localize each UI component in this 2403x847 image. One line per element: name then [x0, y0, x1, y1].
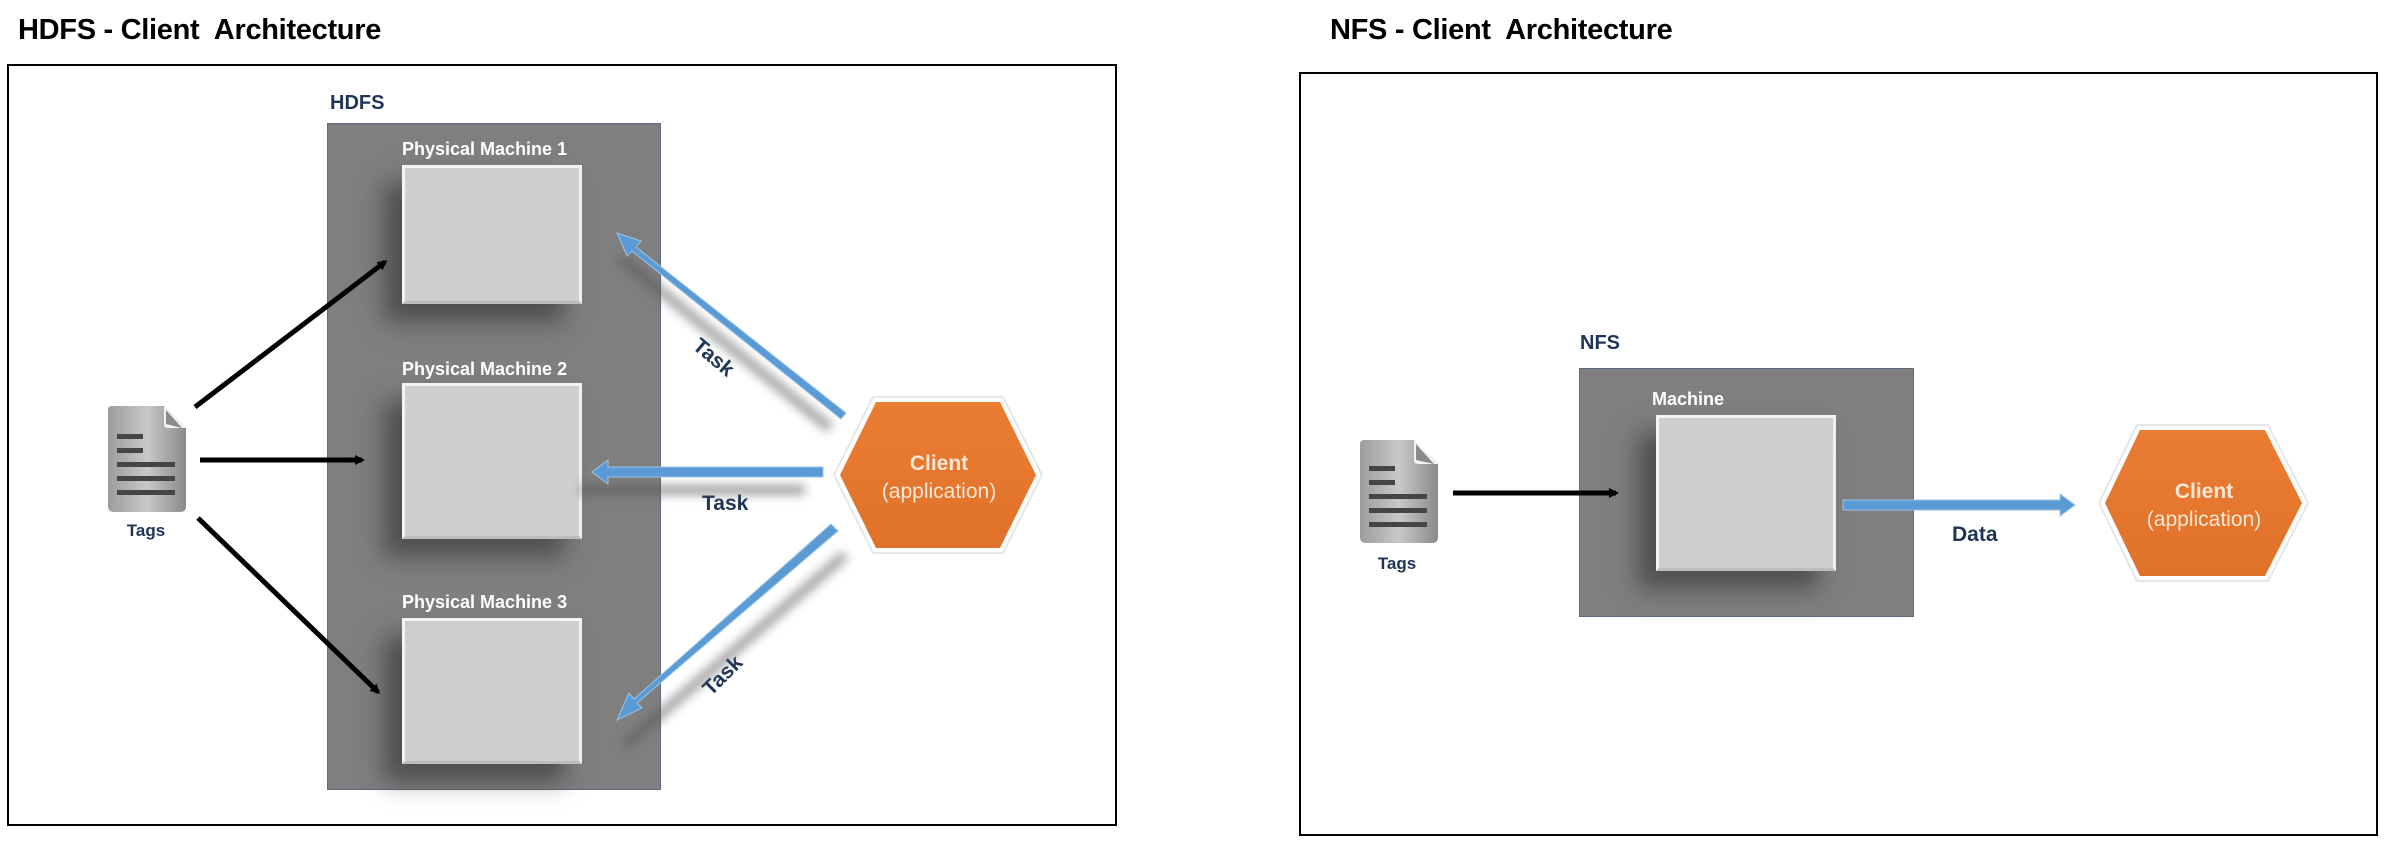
hdfs-client-title: Client [909, 452, 969, 475]
hdfs-task-label-2: Task [702, 492, 749, 515]
hdfs-task-arrow-shadows [580, 254, 849, 749]
nfs-machine-label: Machine [1652, 389, 1725, 409]
nfs-data-arrow [1842, 493, 2076, 517]
hdfs-client-subtitle: (application) [881, 480, 997, 503]
hdfs-client-hexagon [832, 396, 1044, 554]
hdfs-document-icon [108, 406, 186, 512]
physical-machine-2-label: Physical Machine 2 [402, 359, 568, 379]
nfs-cluster-label: NFS [1580, 332, 1620, 354]
nfs-client-label: Client (application) [2147, 480, 2261, 532]
physical-machine-2 [402, 383, 582, 539]
hdfs-tags-label: Tags [126, 521, 166, 540]
nfs-tags-label: Tags [1377, 554, 1417, 573]
physical-machine-3-label: Physical Machine 3 [402, 592, 568, 612]
nfs-diagram-title: NFS - Client Architecture [1330, 14, 1673, 46]
physical-machine-1 [402, 165, 582, 304]
physical-machine-1-label: Physical Machine 1 [402, 139, 568, 159]
nfs-data-label: Data [1952, 523, 1998, 546]
nfs-client-hexagon [2097, 424, 2310, 582]
nfs-client-title: Client [2174, 480, 2234, 503]
hdfs-tags-to-machine-3-arrow [196, 516, 381, 695]
hdfs-task-arrow-1 [616, 232, 847, 420]
hdfs-diagram-title: HDFS - Client Architecture [18, 14, 382, 46]
nfs-client-subtitle: (application) [2146, 508, 2262, 531]
nfs-cluster-box [1579, 368, 1914, 617]
nfs-document-icon [1360, 440, 1438, 543]
physical-machine-3 [402, 618, 582, 764]
hdfs-client-label: Client (application) [882, 452, 996, 504]
nfs-machine [1656, 415, 1836, 571]
hdfs-task-arrow-2 [591, 459, 824, 485]
hdfs-tags-to-machine-1-arrow [193, 260, 388, 409]
hdfs-cluster-label: HDFS [330, 92, 385, 114]
hdfs-task-arrow-3 [615, 523, 839, 722]
